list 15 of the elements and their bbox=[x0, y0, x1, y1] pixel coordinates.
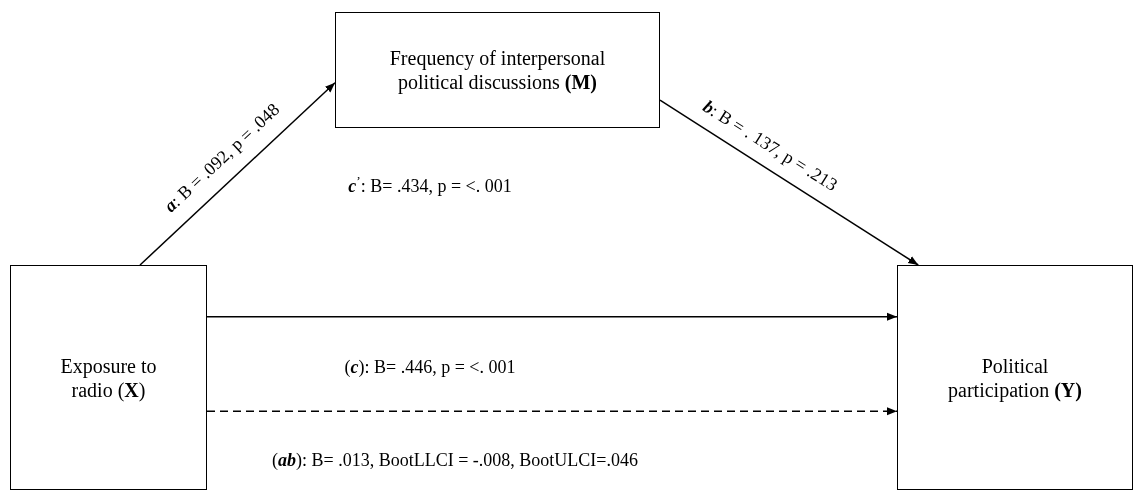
variable-name: Frequency of interpersonal political discussions (M) bbox=[388, 46, 607, 94]
path-coefficient: c$^{’}$: B= .434, p = <. 001 bbox=[348, 172, 512, 198]
edge-label: a: B = .092, p = .048 bbox=[159, 98, 285, 219]
edge-label: (c): B= .446, p = <. 001 bbox=[344, 355, 516, 379]
edge-label: b: B = . 137, p = .213 bbox=[698, 95, 842, 197]
dashed-arrow bbox=[206, 407, 898, 416]
variable-box bbox=[897, 265, 1133, 490]
edge-label: (ab): B= .013, BootLLCI = -.008, BootULCI=.046 bbox=[272, 448, 638, 472]
arrow bbox=[139, 82, 336, 266]
variable-box bbox=[335, 12, 660, 128]
variable-name: Exposure to radio (X) bbox=[59, 353, 158, 402]
variable-name: Political participation (Y) bbox=[947, 353, 1083, 402]
arrow bbox=[659, 99, 919, 266]
variable-box bbox=[10, 265, 207, 490]
arrow bbox=[206, 312, 898, 321]
